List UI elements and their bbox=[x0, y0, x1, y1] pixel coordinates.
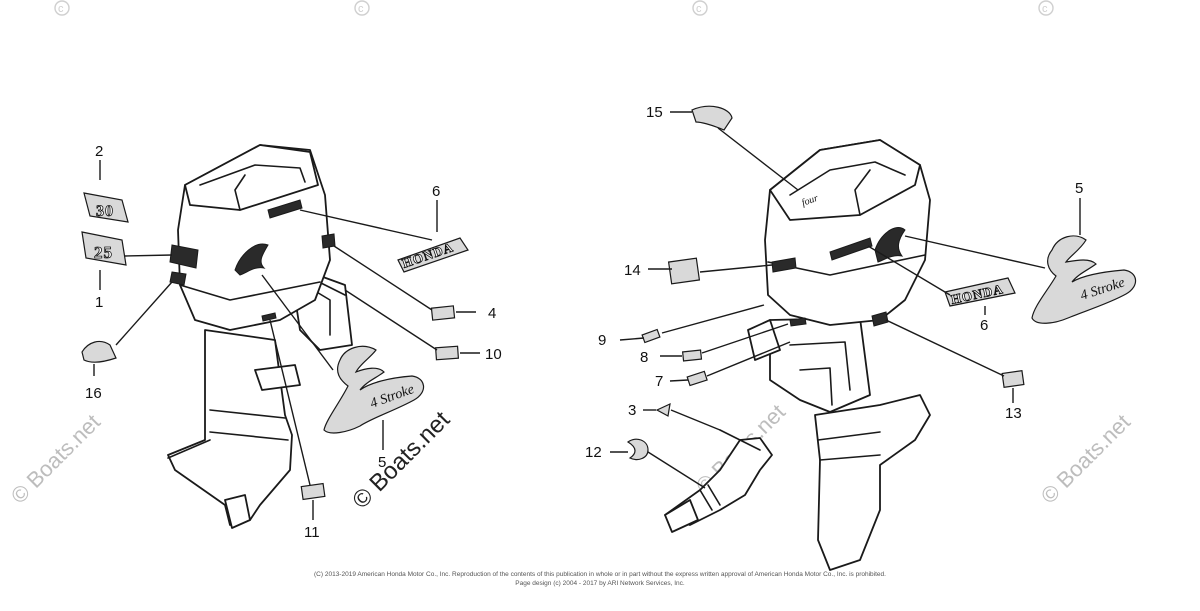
copyright-footer: (C) 2013-2019 American Honda Motor Co., … bbox=[0, 570, 1200, 588]
decal-14-on-right-motor bbox=[771, 257, 797, 273]
callout-12: 12 bbox=[585, 444, 602, 461]
decal-25-part: 25 bbox=[81, 231, 127, 266]
decal-14-part bbox=[667, 257, 701, 285]
callout-8: 8 bbox=[640, 349, 648, 366]
decal-small-on-motor bbox=[261, 312, 277, 322]
decal-10-part bbox=[434, 345, 460, 361]
callout-6-left: 6 bbox=[432, 183, 440, 200]
svg-text:c: c bbox=[58, 3, 64, 15]
decal-fourstroke-on-motor bbox=[234, 243, 269, 276]
callout-6-right: 6 bbox=[980, 317, 988, 334]
callout-11: 11 bbox=[304, 524, 320, 541]
callout-13: 13 bbox=[1005, 405, 1022, 422]
callout-15: 15 bbox=[646, 104, 663, 121]
svg-text:c: c bbox=[696, 3, 702, 15]
callout-5-right: 5 bbox=[1075, 180, 1083, 197]
callout-16: 16 bbox=[85, 385, 102, 402]
callout-4: 4 bbox=[488, 305, 496, 322]
svg-text:30: 30 bbox=[96, 203, 114, 220]
leader-lines-right bbox=[610, 111, 1081, 489]
decal-fourstroke-on-right-motor bbox=[874, 227, 906, 263]
callout-5-left: 5 bbox=[378, 454, 386, 471]
leader-lines-left bbox=[93, 160, 480, 520]
decal-honda-on-right-motor bbox=[829, 237, 873, 261]
decal-small-on-right-motor bbox=[789, 317, 807, 327]
copyright-icon: c c c c bbox=[54, 0, 1054, 16]
callout-numbers: 2 1 16 6 4 10 5 11 15 14 9 8 7 3 12 5 6 … bbox=[85, 104, 1083, 541]
callout-10: 10 bbox=[485, 346, 502, 363]
callout-1: 1 bbox=[95, 294, 103, 311]
watermark-right: © Boats.net bbox=[1036, 409, 1135, 508]
decal-11-part bbox=[300, 482, 326, 501]
decal-30-part: 30 bbox=[83, 192, 129, 223]
svg-text:c: c bbox=[358, 3, 364, 15]
decal-12-part bbox=[626, 438, 649, 461]
outboard-motor-right: four bbox=[664, 139, 931, 571]
callout-9: 9 bbox=[598, 332, 606, 349]
decal-badge-on-motor bbox=[169, 271, 187, 286]
decal-13-on-right-motor bbox=[871, 311, 889, 327]
decal-15-part bbox=[691, 105, 733, 131]
callout-2: 2 bbox=[95, 143, 103, 160]
callout-7: 7 bbox=[655, 373, 663, 390]
decal-13-part bbox=[1001, 369, 1025, 389]
svg-text:four: four bbox=[800, 193, 820, 209]
decal-7-part bbox=[686, 370, 708, 387]
decal-8-part bbox=[681, 349, 703, 362]
decal-9-part bbox=[641, 328, 661, 344]
svg-text:HONDA: HONDA bbox=[400, 239, 455, 271]
decal-fourstroke-right-part: 4 Stroke bbox=[1031, 235, 1137, 324]
svg-text:c: c bbox=[1042, 3, 1048, 15]
decal-16-part bbox=[81, 340, 117, 363]
copyright-line-2: Page design (c) 2004 - 2017 by ARI Netwo… bbox=[515, 580, 685, 587]
decal-honda-left-part: HONDA bbox=[397, 237, 469, 273]
outboard-motor-left bbox=[167, 144, 353, 529]
decal-25-on-motor bbox=[169, 244, 199, 269]
decal-honda-right-part: HONDA bbox=[944, 277, 1016, 307]
decal-fourstroke-left-part: 4 Stroke bbox=[323, 345, 425, 434]
svg-text:25: 25 bbox=[94, 243, 113, 262]
callout-3: 3 bbox=[628, 402, 636, 419]
decal-3-part bbox=[655, 402, 671, 417]
watermark-left: © Boats.net bbox=[6, 409, 105, 508]
callout-14: 14 bbox=[624, 262, 641, 279]
copyright-line-1: (C) 2013-2019 American Honda Motor Co., … bbox=[314, 571, 886, 578]
decal-4-part bbox=[430, 305, 456, 321]
decal-side-on-motor bbox=[321, 233, 336, 249]
decal-honda-on-motor bbox=[267, 199, 303, 219]
